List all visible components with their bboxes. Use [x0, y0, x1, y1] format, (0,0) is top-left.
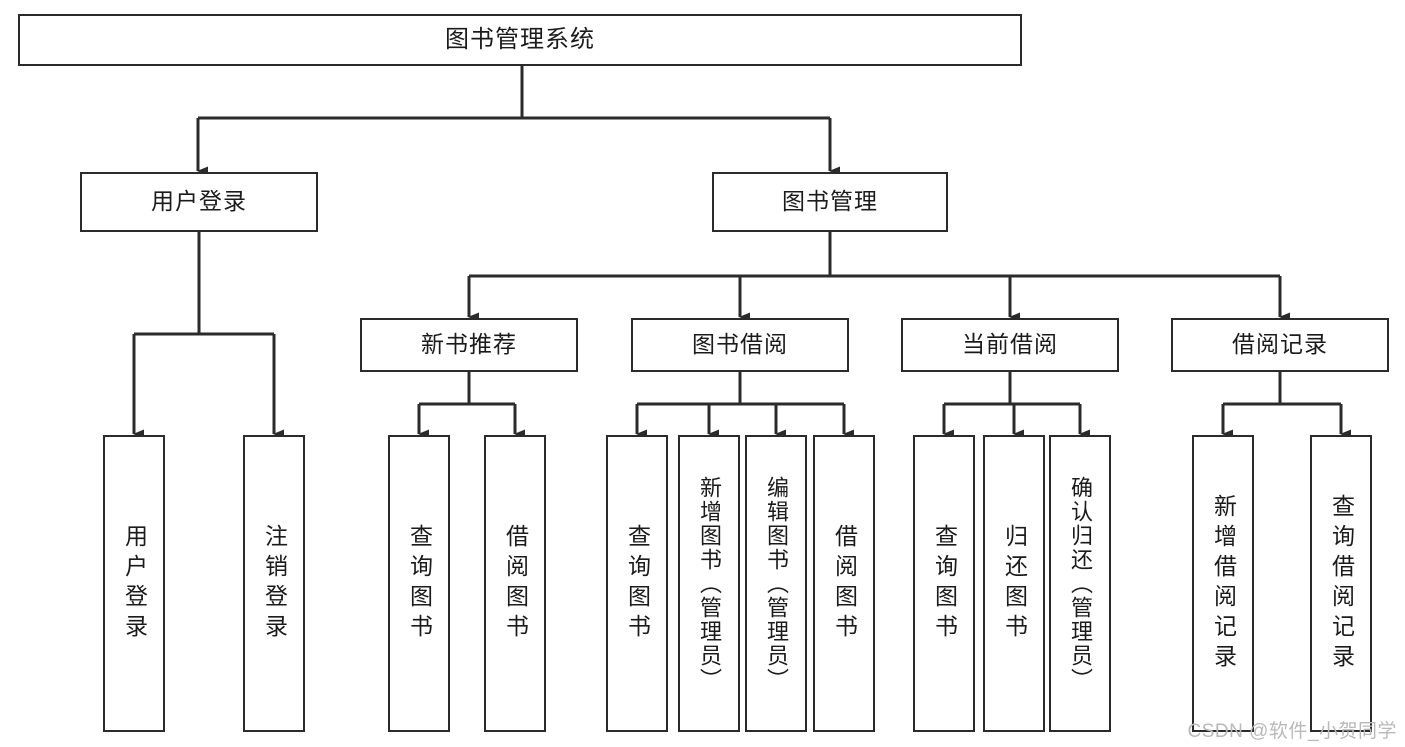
node-level3-2[interactable]: 当前借阅 [901, 318, 1119, 372]
node-leaf-7[interactable]: 借阅图书 [813, 435, 875, 732]
node-label: 归还图书 [1001, 523, 1028, 644]
node-leaf-1[interactable]: 注销登录 [243, 435, 305, 732]
node-label: 注销登录 [261, 523, 288, 644]
node-leaf-6[interactable]: 编辑图书（管理员） [745, 435, 807, 732]
node-label: 用户登录 [121, 523, 148, 644]
node-leaf-5[interactable]: 新增图书（管理员） [678, 435, 740, 732]
node-label: 借阅图书 [502, 523, 529, 644]
node-label: 编辑图书（管理员） [764, 475, 789, 692]
node-label: 新增图书（管理员） [697, 475, 722, 692]
node-leaf-4[interactable]: 查询图书 [606, 435, 668, 732]
node-leaf-9[interactable]: 归还图书 [983, 435, 1045, 732]
node-level2-0[interactable]: 用户登录 [80, 172, 318, 232]
connector-group [132, 66, 1351, 439]
node-label: 图书管理 [782, 188, 878, 215]
node-leaf-2[interactable]: 查询图书 [388, 435, 450, 732]
node-leaf-11[interactable]: 新增借阅记录 [1192, 435, 1254, 732]
node-leaf-3[interactable]: 借阅图书 [484, 435, 546, 732]
node-label: 查询图书 [931, 523, 958, 644]
node-leaf-12[interactable]: 查询借阅记录 [1310, 435, 1372, 732]
node-label: 借阅记录 [1232, 331, 1328, 358]
node-label: 借阅图书 [831, 523, 858, 644]
node-leaf-10[interactable]: 确认归还（管理员） [1049, 435, 1111, 732]
node-label: 当前借阅 [962, 331, 1058, 358]
node-label: 查询借阅记录 [1328, 493, 1355, 674]
watermark-text: CSDN @软件_小贺同学 [1187, 721, 1397, 742]
node-label: 图书管理系统 [445, 25, 595, 53]
node-level3-0[interactable]: 新书推荐 [360, 318, 578, 372]
node-level3-3[interactable]: 借阅记录 [1171, 318, 1389, 372]
node-label: 用户登录 [151, 188, 247, 215]
node-label: 图书借阅 [692, 331, 788, 358]
node-level3-1[interactable]: 图书借阅 [631, 318, 849, 372]
node-label: 新书推荐 [421, 331, 517, 358]
node-label: 查询图书 [406, 523, 433, 644]
node-label: 确认归还（管理员） [1068, 475, 1093, 692]
node-leaf-8[interactable]: 查询图书 [913, 435, 975, 732]
node-level2-1[interactable]: 图书管理 [712, 172, 948, 232]
node-label: 新增借阅记录 [1210, 493, 1237, 674]
node-root[interactable]: 图书管理系统 [18, 14, 1022, 66]
node-leaf-0[interactable]: 用户登录 [103, 435, 165, 732]
node-label: 查询图书 [624, 523, 651, 644]
